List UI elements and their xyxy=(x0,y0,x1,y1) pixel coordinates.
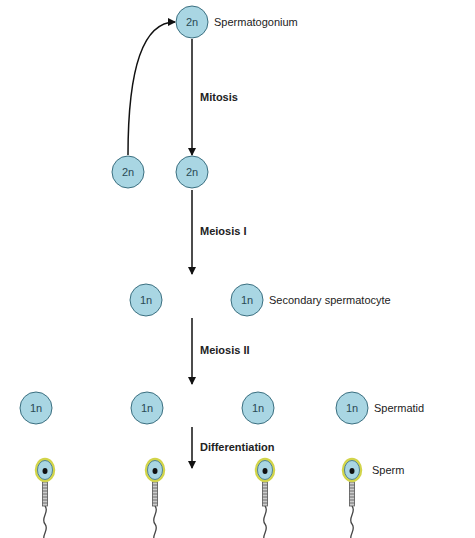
meiosis-arrow xyxy=(191,318,193,384)
ploidy-label: 1n xyxy=(19,391,53,425)
meiosis-arrow xyxy=(191,190,193,274)
sperm-cell xyxy=(343,459,361,538)
ploidy-label: 2n xyxy=(111,155,145,189)
cell-circle: 2nSpermatogonium xyxy=(175,5,209,39)
cell-circle: 1nSpermatid xyxy=(335,391,369,425)
cell-body xyxy=(231,284,263,316)
cell-stage-name: Spermatid xyxy=(374,402,424,414)
cell-circle: 2n xyxy=(111,155,145,189)
cell-body xyxy=(242,392,274,424)
stage-label: Sperm xyxy=(372,464,404,476)
cell-body xyxy=(20,392,52,424)
ploidy-label: 2n xyxy=(175,5,209,39)
sperm-cell xyxy=(256,459,274,538)
cell-circle: 1n xyxy=(19,391,53,425)
ploidy-label: 1n xyxy=(130,391,164,425)
cell-body xyxy=(176,156,208,188)
differentiation-arrow xyxy=(191,427,193,468)
cell-body xyxy=(130,284,162,316)
process-arrow xyxy=(191,39,193,155)
cell-body xyxy=(131,392,163,424)
cell-circle: 2n xyxy=(175,155,209,189)
ploidy-label: 1n xyxy=(129,283,163,317)
cell-circle: 1n xyxy=(130,391,164,425)
cell-body xyxy=(176,6,208,38)
cell-circle: 1n xyxy=(129,283,163,317)
ploidy-label: 2n xyxy=(175,155,209,189)
cell-circle: 1n xyxy=(241,391,275,425)
stage-label: Meiosis I xyxy=(200,225,246,237)
process-arrow xyxy=(128,22,175,155)
cell-stage-name: Secondary spermatocyte xyxy=(269,294,391,306)
stage-label: Meiosis II xyxy=(200,344,250,356)
cell-body xyxy=(336,392,368,424)
ploidy-label: 1n xyxy=(241,391,275,425)
stage-label: Differentiation xyxy=(200,441,275,453)
sperm-cell xyxy=(36,459,54,538)
sperm-cell xyxy=(146,459,164,538)
ploidy-label: 1n xyxy=(230,283,264,317)
ploidy-label: 1n xyxy=(335,391,369,425)
cell-circle: 1nSecondary spermatocyte xyxy=(230,283,264,317)
cell-body xyxy=(112,156,144,188)
edge-label: Mitosis xyxy=(200,91,238,103)
cell-stage-name: Spermatogonium xyxy=(214,16,298,28)
